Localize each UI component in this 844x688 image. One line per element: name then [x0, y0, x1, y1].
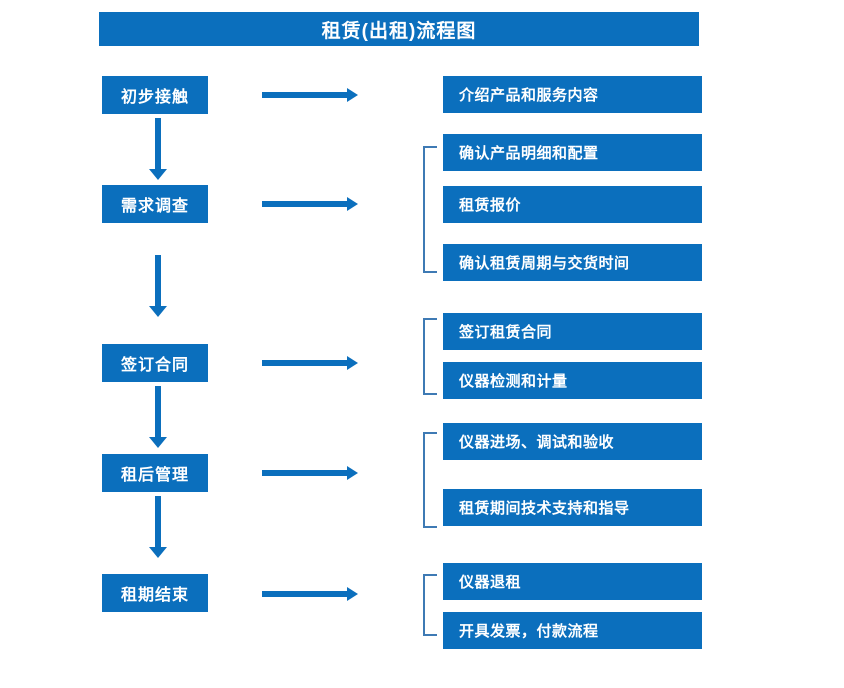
- chart-title: 租赁(出租)流程图: [99, 12, 699, 46]
- detail-label: 租赁期间技术支持和指导: [459, 500, 630, 517]
- stage-label: 需求调查: [120, 198, 189, 215]
- arrow-head: [149, 306, 167, 317]
- arrow-head: [149, 437, 167, 448]
- arrow-需求调查-to-签订合同: [149, 255, 167, 317]
- arrow-head: [347, 587, 358, 601]
- detail-box-开具发票付款流程[interactable]: 开具发票，付款流程: [443, 612, 702, 649]
- arrow-shaft: [155, 255, 161, 306]
- arrow-head: [149, 547, 167, 558]
- detail-box-签订租赁合同[interactable]: 签订租赁合同: [443, 313, 702, 350]
- detail-label: 租赁报价: [459, 197, 522, 214]
- bracket-租后管理-group: [423, 432, 437, 528]
- arrow-head: [347, 197, 358, 211]
- detail-box-租赁报价[interactable]: 租赁报价: [443, 186, 702, 223]
- detail-box-仪器退租[interactable]: 仪器退租: [443, 563, 702, 600]
- arrow-head: [149, 169, 167, 180]
- detail-box-确认产品明细和配置[interactable]: 确认产品明细和配置: [443, 134, 702, 171]
- stage-label: 租后管理: [120, 467, 189, 484]
- bracket-需求调查-group: [423, 146, 437, 273]
- arrow-shaft: [155, 496, 161, 547]
- detail-label: 签订租赁合同: [459, 324, 553, 341]
- arrow-签订合同-to-租后管理: [149, 386, 167, 448]
- arrow-shaft: [155, 386, 161, 437]
- stage-box-需求调查[interactable]: 需求调查: [102, 185, 208, 223]
- arrow-签订合同-to-合同组: [262, 356, 358, 370]
- arrow-shaft: [262, 92, 347, 98]
- detail-box-确认租赁周期与交货时间[interactable]: 确认租赁周期与交货时间: [443, 244, 702, 281]
- stage-label: 初步接触: [120, 89, 189, 106]
- arrow-需求调查-to-需求组: [262, 197, 358, 211]
- detail-label: 仪器检测和计量: [459, 373, 568, 390]
- detail-label: 开具发票，付款流程: [459, 623, 599, 640]
- detail-box-仪器进场调试和验收[interactable]: 仪器进场、调试和验收: [443, 423, 702, 460]
- arrow-shaft: [262, 360, 347, 366]
- stage-label: 签订合同: [120, 357, 189, 374]
- stage-box-初步接触[interactable]: 初步接触: [102, 76, 208, 114]
- bracket-签订合同-group: [423, 318, 437, 395]
- detail-box-仪器检测和计量[interactable]: 仪器检测和计量: [443, 362, 702, 399]
- detail-box-介绍产品和服务内容[interactable]: 介绍产品和服务内容: [443, 76, 702, 113]
- detail-label: 仪器退租: [459, 574, 522, 591]
- stage-box-租期结束[interactable]: 租期结束: [102, 574, 208, 612]
- arrow-初步接触-to-介绍产品和服务内容: [262, 88, 358, 102]
- stage-label: 租期结束: [120, 587, 189, 604]
- arrow-租后管理-to-租后组: [262, 466, 358, 480]
- arrow-head: [347, 466, 358, 480]
- detail-box-租赁期间技术支持和指导[interactable]: 租赁期间技术支持和指导: [443, 489, 702, 526]
- arrow-head: [347, 88, 358, 102]
- detail-label: 仪器进场、调试和验收: [459, 434, 615, 451]
- arrow-shaft: [155, 118, 161, 169]
- detail-label: 确认租赁周期与交货时间: [459, 255, 630, 272]
- arrow-初步接触-to-需求调查: [149, 118, 167, 180]
- detail-label: 介绍产品和服务内容: [459, 87, 599, 104]
- stage-box-签订合同[interactable]: 签订合同: [102, 344, 208, 382]
- arrow-shaft: [262, 470, 347, 476]
- arrow-shaft: [262, 591, 347, 597]
- arrow-租期结束-to-结束组: [262, 587, 358, 601]
- arrow-head: [347, 356, 358, 370]
- stage-box-租后管理[interactable]: 租后管理: [102, 454, 208, 492]
- arrow-租后管理-to-租期结束: [149, 496, 167, 558]
- arrow-shaft: [262, 201, 347, 207]
- bracket-租期结束-group: [423, 574, 437, 636]
- detail-label: 确认产品明细和配置: [459, 145, 599, 162]
